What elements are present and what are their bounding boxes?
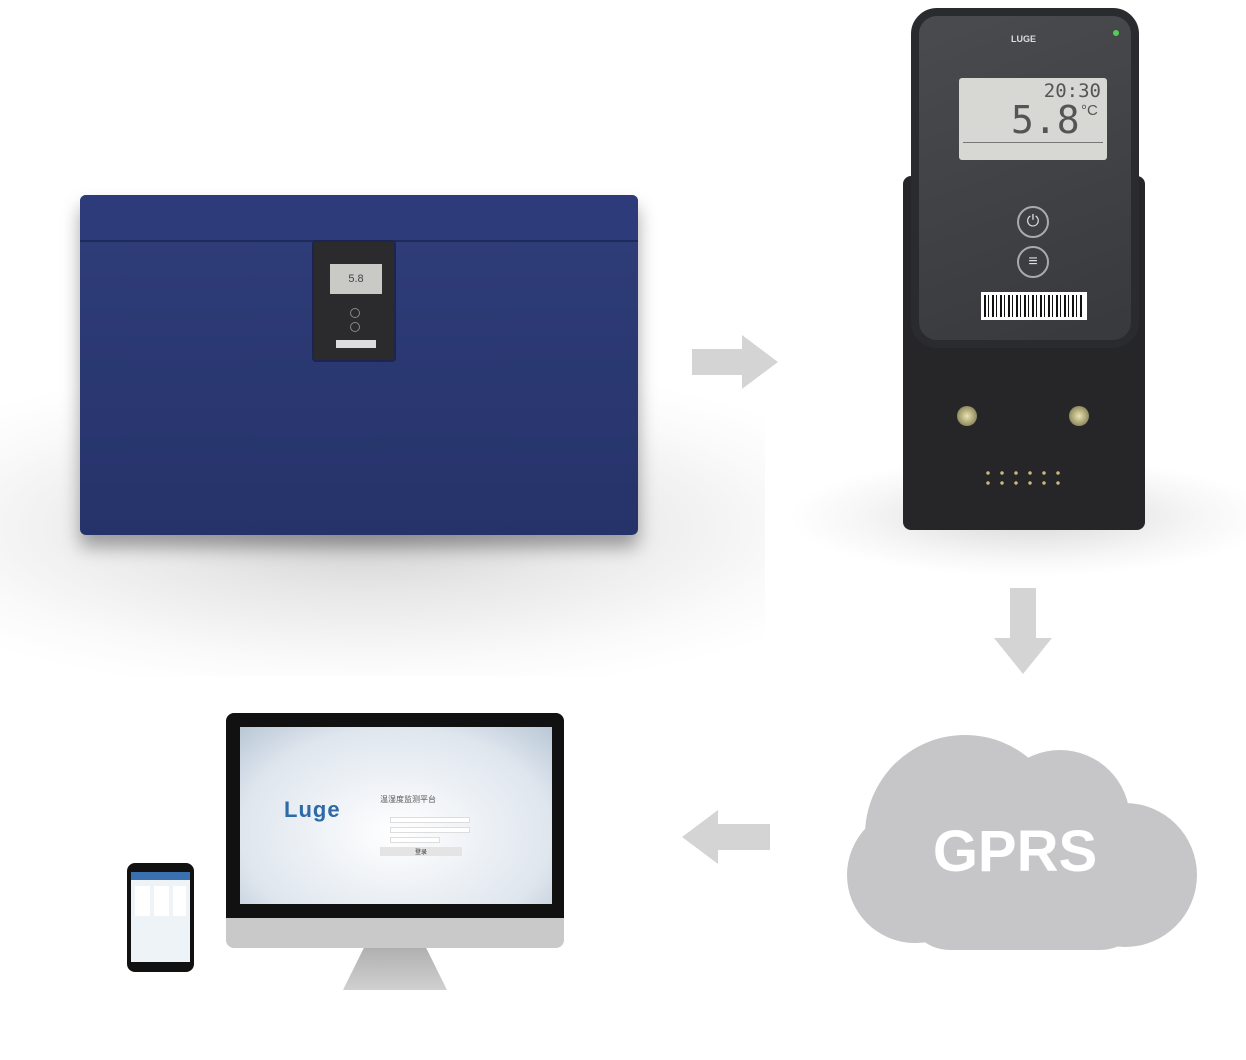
status-led [1113,30,1119,36]
mini-menu-icon [350,322,360,332]
lcd-unit: °C [1081,102,1098,119]
platform-title: 温湿度监测平台 [380,795,436,804]
password-field[interactable] [390,827,470,833]
barcode [981,292,1087,320]
monitor-screen: Luge 温湿度监测平台 登录 [240,727,552,904]
screw-icon [1069,406,1089,426]
monitor-chin [226,918,564,948]
monitor-stand [343,948,447,990]
phone-screen [131,872,190,962]
lcd-temperature: 5.8 [1011,98,1080,142]
power-button[interactable]: ⏻ [1017,206,1049,238]
temperature-logger-device: LUGE 20:30 5.8 °C ⏻ ≡ [903,8,1145,530]
platform-logo: Luge [284,797,341,822]
login-button[interactable]: 登录 [380,847,462,856]
mini-power-icon [350,308,360,318]
box-lid [80,195,638,242]
username-field[interactable] [390,817,470,823]
device-face: LUGE 20:30 5.8 °C ⏻ ≡ [911,8,1139,348]
captcha-field[interactable] [390,837,440,843]
contact-pins [981,468,1067,488]
lcd-time: 20:30 [1043,80,1101,102]
gprs-label: GPRS [932,819,1098,884]
screw-icon [957,406,977,426]
arrow-down-icon [994,588,1052,674]
menu-button[interactable]: ≡ [1017,246,1049,278]
arrow-left-icon [682,810,770,864]
box-mounted-logger: 5.8 [312,240,396,362]
mini-lcd: 5.8 [330,264,382,294]
mini-barcode [336,340,376,348]
device-lcd: 20:30 5.8 °C [959,78,1107,160]
cloud-icon [847,735,1197,950]
arrow-right-icon [692,335,778,389]
device-logo: LUGE [1011,34,1037,44]
